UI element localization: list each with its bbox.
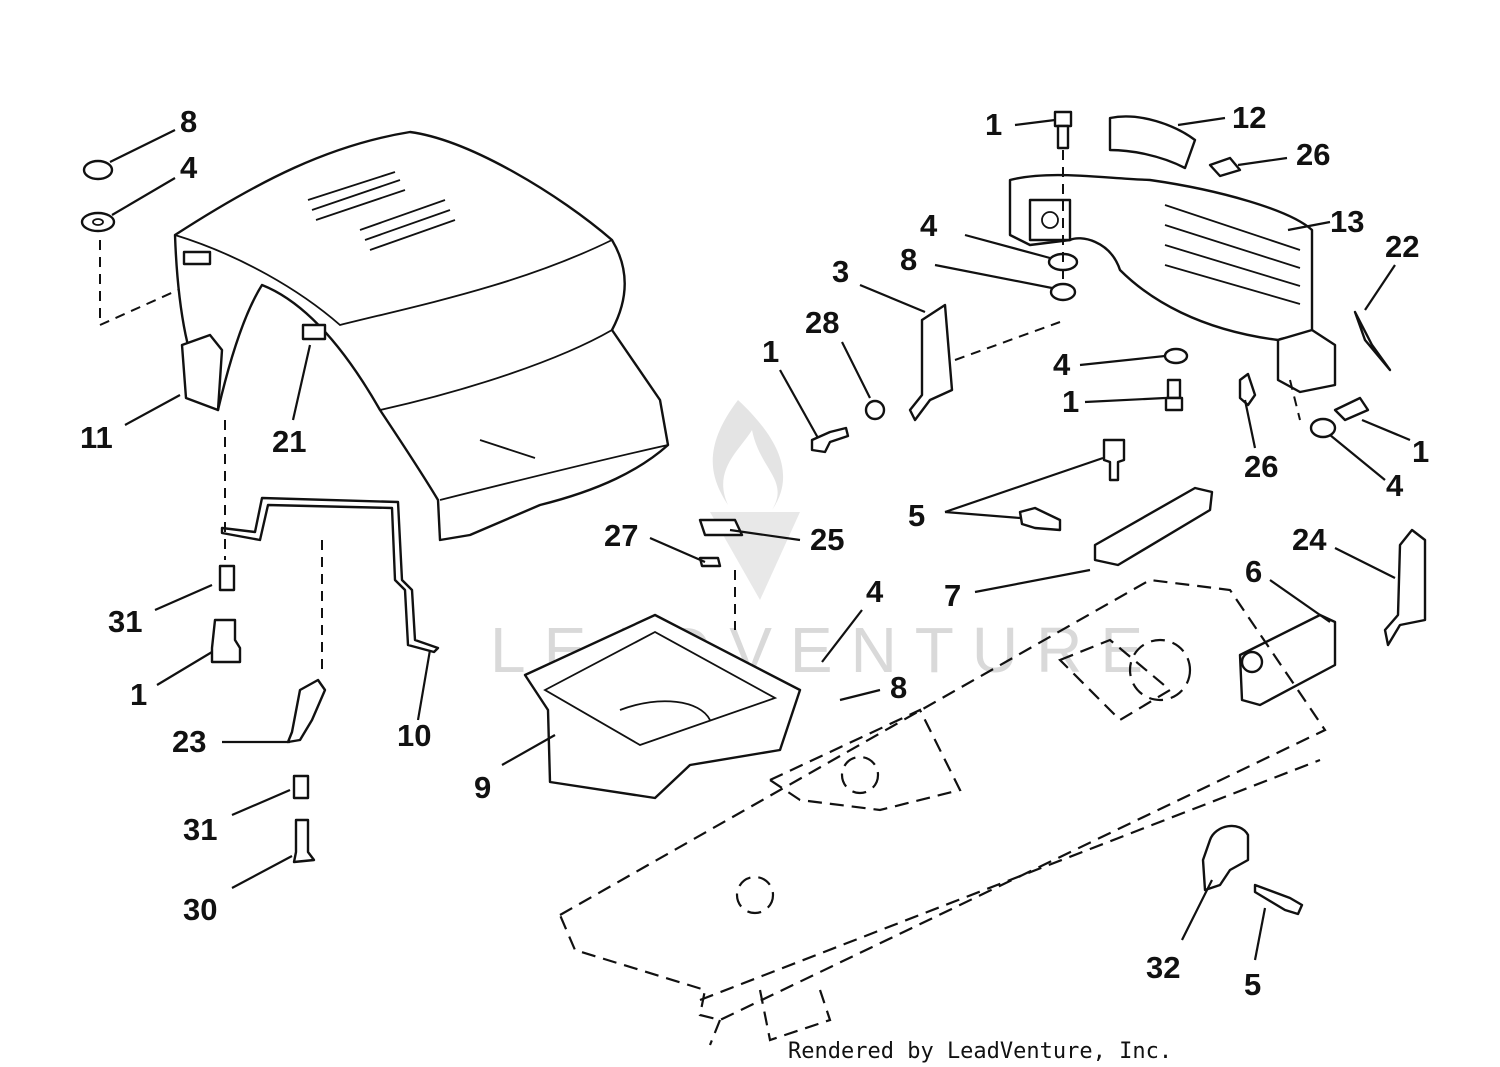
callout-8: 8	[890, 670, 907, 705]
callout-9: 9	[474, 770, 491, 805]
callout-8: 8	[900, 242, 917, 277]
callout-4: 4	[1053, 347, 1071, 382]
callout-1: 1	[130, 677, 147, 712]
callout-31: 31	[108, 604, 142, 639]
callout-5: 5	[908, 498, 925, 533]
callouts: 8 4 11 21 31 1 23 31 30 10 27 25 9 4 8 1…	[80, 100, 1429, 1002]
battery-tray	[523, 613, 802, 800]
footer-credit: Rendered by LeadVenture, Inc.	[788, 1039, 1172, 1064]
hardware	[80, 110, 1370, 916]
callout-31: 31	[183, 812, 217, 847]
callout-7: 7	[944, 578, 961, 613]
grille	[1008, 115, 1392, 394]
callout-1: 1	[1062, 384, 1079, 419]
callout-21: 21	[272, 424, 306, 459]
callout-26: 26	[1296, 137, 1330, 172]
hood	[173, 130, 670, 542]
leader-lines	[109, 116, 1411, 961]
callout-4: 4	[866, 574, 884, 609]
callout-32: 32	[1146, 950, 1180, 985]
callout-3: 3	[832, 254, 849, 289]
callout-22: 22	[1385, 229, 1419, 264]
callout-10: 10	[397, 718, 431, 753]
bracket-24	[1383, 528, 1427, 647]
callout-1: 1	[762, 334, 779, 369]
callout-24: 24	[1292, 522, 1327, 557]
hood-rod	[220, 496, 440, 654]
callout-1: 1	[985, 107, 1002, 142]
callout-28: 28	[805, 305, 839, 340]
callout-4: 4	[920, 208, 938, 243]
callout-23: 23	[172, 724, 206, 759]
callout-11: 11	[80, 420, 113, 455]
callout-1: 1	[1412, 434, 1429, 469]
bracket-3	[908, 303, 954, 422]
callout-4: 4	[1386, 468, 1404, 503]
assembly-lines	[99, 150, 1301, 672]
callout-8: 8	[180, 104, 197, 139]
callout-5: 5	[1244, 967, 1261, 1002]
callout-26: 26	[1244, 449, 1278, 484]
callout-27: 27	[604, 518, 638, 553]
callout-4: 4	[180, 150, 198, 185]
callout-30: 30	[183, 892, 217, 927]
callout-13: 13	[1330, 204, 1364, 239]
frame	[558, 578, 1327, 1046]
callout-6: 6	[1245, 554, 1262, 589]
callout-12: 12	[1232, 100, 1266, 135]
callout-25: 25	[810, 522, 844, 557]
